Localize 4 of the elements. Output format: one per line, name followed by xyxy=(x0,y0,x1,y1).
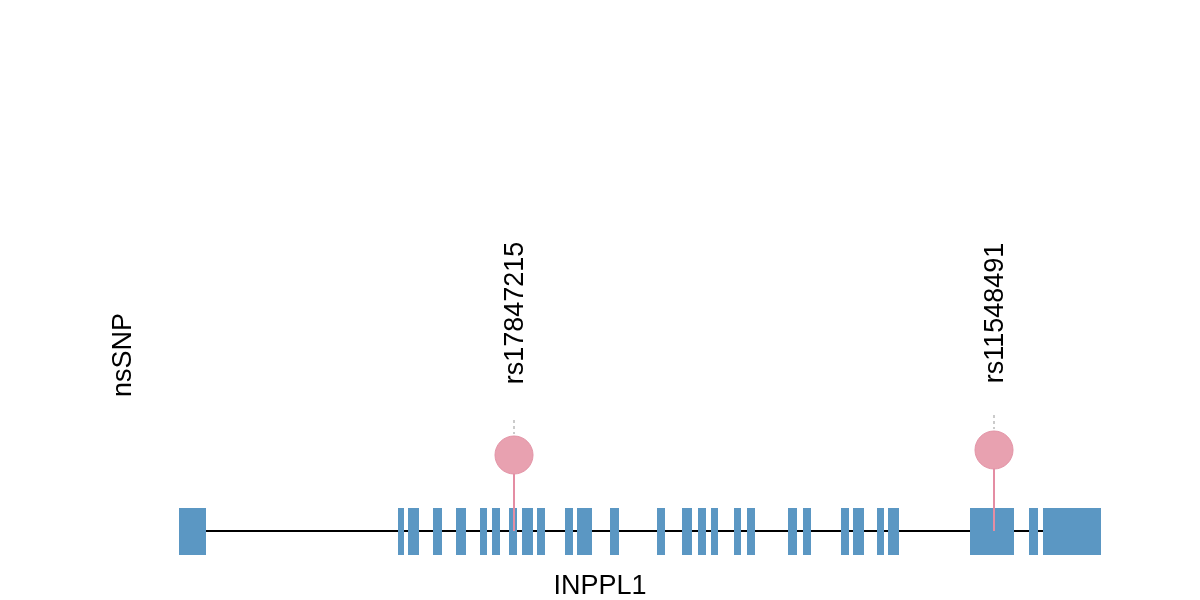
gene-label: INPPL1 xyxy=(553,571,647,599)
snp-label: rs17847215 xyxy=(500,241,528,385)
track-label: nsSNP xyxy=(108,313,136,397)
snp-label: rs11548491 xyxy=(980,242,1008,384)
